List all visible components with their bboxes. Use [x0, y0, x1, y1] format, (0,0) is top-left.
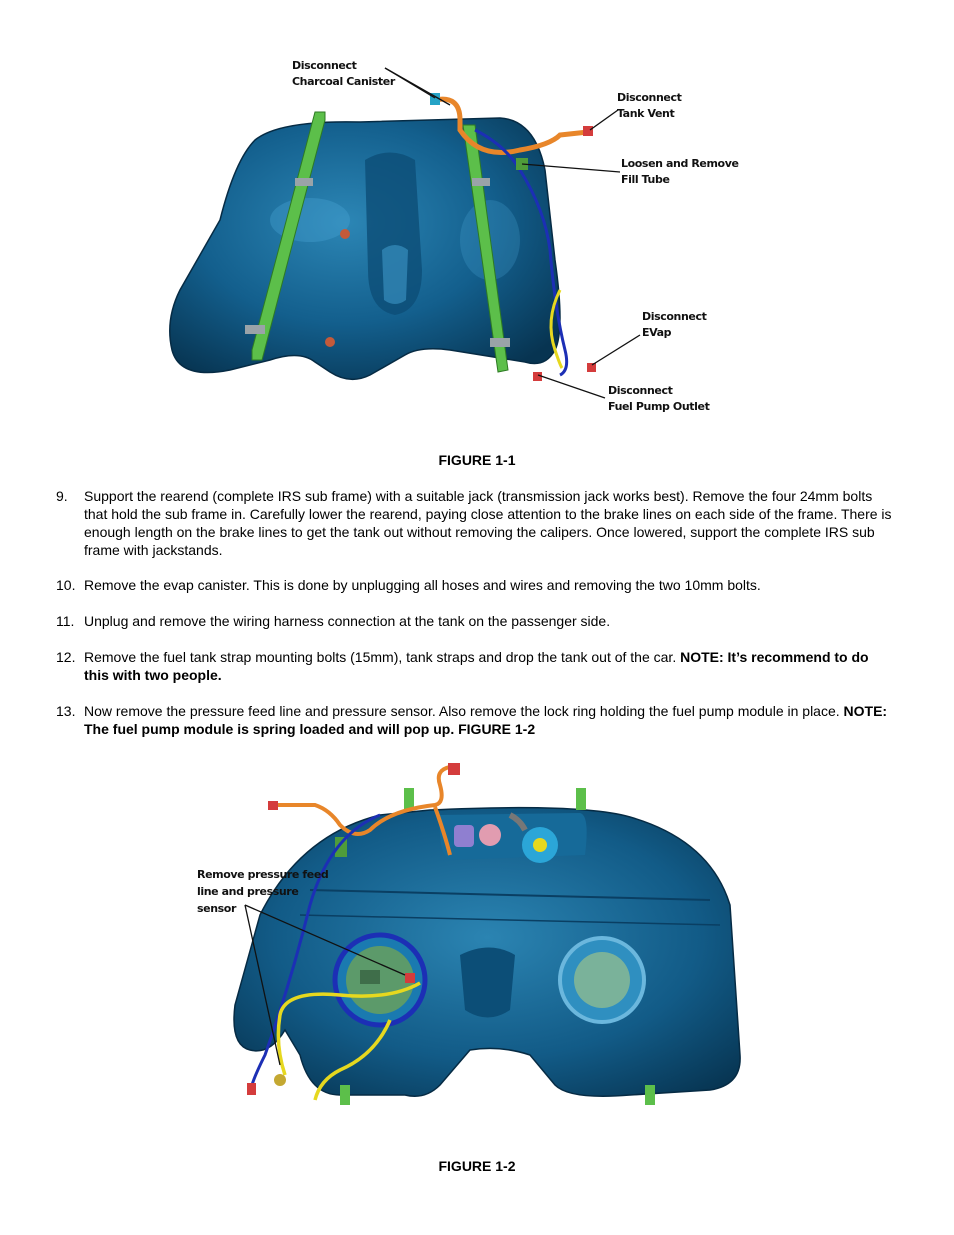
step-number: 9. [56, 488, 68, 504]
step-note: NOTE: The fuel pump module is spring loa… [84, 703, 888, 737]
brake-line-blue [250, 813, 381, 1086]
pressure-feed-line [276, 981, 421, 1076]
step-number: 12. [56, 649, 76, 665]
figure-caption-1-2: FIGURE 1-2 [438, 1158, 516, 1174]
evap-line-yellow [549, 289, 564, 369]
step-10: 10. Remove the evap canister. This is do… [56, 576, 896, 594]
callout-tank-vent: Disconnect Tank Vent [617, 91, 682, 120]
tank-strap-right [462, 124, 509, 373]
step-9: 9. Support the rearend (complete IRS sub… [56, 487, 896, 559]
step-number: 11. [56, 613, 75, 629]
callout-evap: Disconnect EVap [642, 310, 707, 339]
callout-leader-lines [244, 904, 406, 1066]
callout-pressure-feed: Remove pressure feed line and pressure s… [197, 868, 329, 915]
step-12: 12. Remove the fuel tank strap mounting … [56, 648, 896, 684]
figure-1-2-illustration [233, 763, 741, 1105]
figure-1-1-illustration [169, 67, 641, 399]
step-text: Unplug and remove the wiring harness con… [84, 613, 611, 629]
step-text: Remove the evap canister. This is done b… [84, 577, 761, 593]
callout-charcoal-canister: Disconnect Charcoal Canister [292, 59, 395, 88]
tank-vent-line [275, 765, 451, 836]
callout-fill-tube: Loosen and Remove Fill Tube [621, 157, 739, 186]
step-text: Remove the fuel tank strap mounting bolt… [84, 649, 681, 665]
step-number: 10. [56, 577, 76, 593]
step-text: Now remove the pressure feed line and pr… [84, 703, 844, 719]
tank-vent-line [434, 96, 589, 155]
step-text: Support the rearend (complete IRS sub fr… [84, 488, 892, 558]
step-note: NOTE: It’s recommend to do this with two… [84, 649, 869, 683]
callout-leader-lines [384, 67, 641, 399]
step-13: 13. Now remove the pressure feed line an… [56, 702, 896, 738]
tank-strap-left [251, 111, 326, 361]
step-number: 13. [56, 703, 76, 719]
step-11: 11. Unplug and remove the wiring harness… [56, 612, 896, 630]
callout-fuel-pump-outlet: Disconnect Fuel Pump Outlet [608, 384, 710, 413]
figure-caption-1-1: FIGURE 1-1 [438, 452, 516, 468]
brake-line-blue [474, 128, 569, 377]
